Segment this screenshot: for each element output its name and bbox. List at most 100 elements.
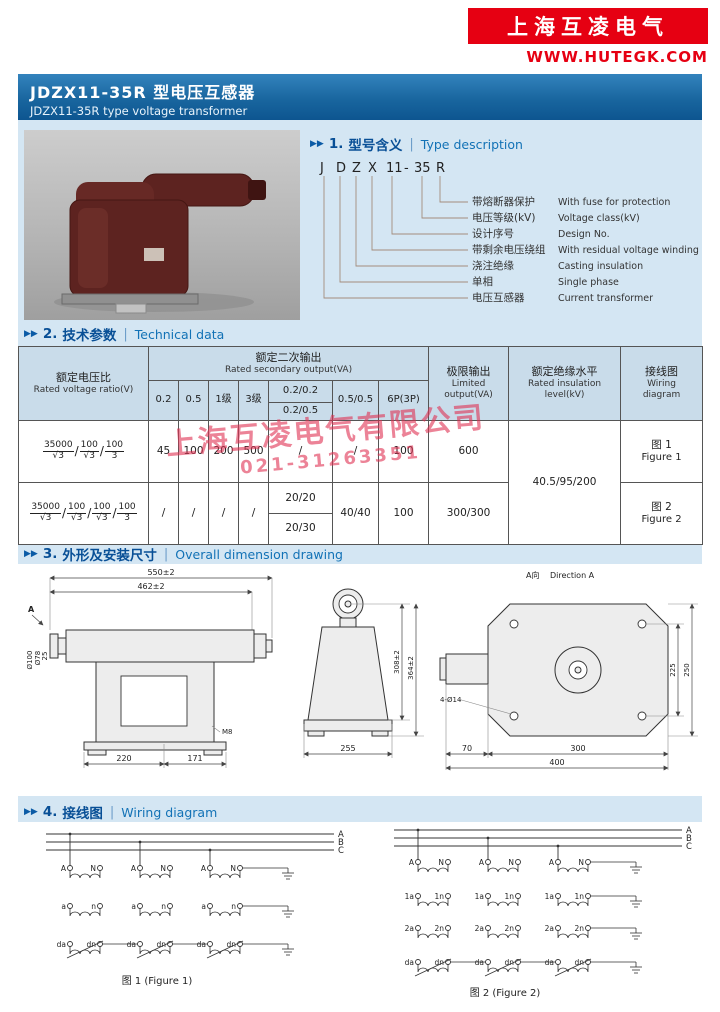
figure-2-caption: 图 2 (Figure 2) bbox=[470, 987, 541, 999]
heading-separator: | bbox=[163, 546, 169, 562]
col-header-class: 0.2 bbox=[148, 380, 179, 421]
svg-text:a: a bbox=[61, 902, 66, 911]
svg-text:带剩余电压绕组: 带剩余电压绕组 bbox=[472, 243, 546, 256]
company-website: WWW.HUTEGK.COM bbox=[526, 48, 708, 66]
table-cell: 100 bbox=[377, 482, 430, 545]
section-2-number: 2. bbox=[42, 326, 58, 342]
table-cell: 40/40 bbox=[332, 482, 379, 545]
svg-text:设计序号: 设计序号 bbox=[472, 227, 514, 240]
table-cell: / bbox=[178, 482, 209, 545]
svg-text:电压等级(kV): 电压等级(kV) bbox=[472, 211, 535, 224]
section-4-heading: ▶▶ 4. 接线图 | Wiring diagram bbox=[24, 802, 217, 822]
col-header-split-bottom: 0.2/0.5 bbox=[268, 402, 333, 421]
table-cell: / bbox=[332, 420, 379, 483]
section-marker-icon: ▶▶ bbox=[310, 139, 324, 149]
svg-text:N: N bbox=[90, 864, 96, 873]
section-2-title-en: Technical data bbox=[134, 326, 225, 342]
table-cell: 45 bbox=[148, 420, 179, 483]
table-cell-split: 20/20 20/30 bbox=[268, 482, 333, 545]
dim-308: 308±2 bbox=[393, 650, 401, 674]
table-cell: 300/300 bbox=[428, 482, 510, 545]
phase-a-label: A bbox=[338, 830, 344, 840]
svg-text:da: da bbox=[405, 958, 414, 967]
svg-text:2a: 2a bbox=[405, 924, 414, 933]
svg-text:n: n bbox=[231, 902, 236, 911]
technical-data: 额定电压比 Rated voltage ratio(V) 额定二次输出 Rate… bbox=[18, 346, 704, 545]
dimension-drawing-panel: 550±2 462±2 A bbox=[18, 564, 702, 796]
insulation-value: 40.5/95/200 bbox=[508, 420, 622, 545]
dim-550: 550±2 bbox=[147, 568, 174, 577]
table-cell: 100 bbox=[377, 420, 430, 483]
table-cell: 600 bbox=[428, 420, 510, 483]
svg-text:1a: 1a bbox=[405, 892, 414, 901]
section-3-title-zh: 外形及安装尺寸 bbox=[62, 548, 157, 564]
svg-text:浇注绝缘: 浇注绝缘 bbox=[472, 259, 514, 272]
section-4-title-zh: 接线图 bbox=[62, 806, 103, 822]
heading-separator: | bbox=[109, 804, 115, 820]
svg-text:dn: dn bbox=[86, 940, 96, 949]
svg-text:da: da bbox=[57, 940, 66, 949]
dim-255: 255 bbox=[340, 744, 355, 753]
svg-text:da: da bbox=[475, 958, 484, 967]
section-marker-icon: ▶▶ bbox=[24, 329, 38, 339]
wiring-diagram-panel: A B C A N A N A N bbox=[18, 822, 702, 1006]
wiring-diagram: A B C A N A N A N bbox=[46, 826, 692, 999]
content-area: ▶▶ 1. 型号含义 | Type description J D Z X 11… bbox=[18, 120, 704, 1006]
section-3-title-en: Overall dimension drawing bbox=[175, 546, 343, 562]
table-cell: 100 bbox=[178, 420, 209, 483]
section-2-heading: ▶▶ 2. 技术参数 | Technical data bbox=[24, 324, 224, 344]
svg-text:dn: dn bbox=[434, 958, 444, 967]
svg-text:1n: 1n bbox=[434, 892, 444, 901]
figure-1-caption: 图 1 (Figure 1) bbox=[122, 975, 193, 987]
section-marker-icon: ▶▶ bbox=[24, 549, 38, 559]
dim-300: 300 bbox=[570, 744, 585, 753]
phase-c-label: C bbox=[686, 842, 692, 852]
svg-text:With fuse for protection: With fuse for protection bbox=[558, 197, 670, 208]
svg-text:A: A bbox=[61, 864, 67, 873]
dim-220: 220 bbox=[116, 754, 131, 763]
svg-text:带熔断器保护: 带熔断器保护 bbox=[472, 195, 535, 208]
col-header-limited-output: 极限输出 Limited output(VA) bbox=[428, 346, 510, 421]
heading-separator: | bbox=[123, 326, 128, 342]
front-view: 255 308±2 364±2 bbox=[303, 588, 424, 758]
phase-c-label: C bbox=[338, 846, 344, 856]
dim-462: 462±2 bbox=[137, 582, 164, 591]
svg-text:1n: 1n bbox=[574, 892, 584, 901]
svg-text:D: D bbox=[336, 161, 346, 176]
svg-text:R: R bbox=[436, 161, 445, 176]
phase-b-label: B bbox=[686, 834, 692, 844]
col-header-ratio: 额定电压比 Rated voltage ratio(V) bbox=[18, 346, 149, 421]
svg-text:a: a bbox=[201, 902, 206, 911]
svg-text:电压互感器: 电压互感器 bbox=[472, 291, 525, 304]
dim-d78: Ø78 bbox=[34, 651, 42, 665]
phase-a-label: A bbox=[686, 826, 692, 836]
product-photo bbox=[24, 130, 300, 320]
dim-d100: Ø100 bbox=[26, 651, 34, 670]
model-code: J D Z X 11 - 35 R bbox=[319, 161, 445, 176]
section-3-heading: ▶▶ 3. 外形及安装尺寸 | Overall dimension drawin… bbox=[24, 544, 343, 564]
type-description-diagram: J D Z X 11 - 35 R 带熔断器保护 With fuse for pr… bbox=[319, 161, 699, 304]
bolt-label: M8 bbox=[222, 728, 233, 736]
svg-text:2n: 2n bbox=[574, 924, 584, 933]
svg-text:Single phase: Single phase bbox=[558, 277, 619, 288]
table-cell: 500 bbox=[238, 420, 269, 483]
transformer-photo-shape bbox=[61, 173, 266, 314]
svg-text:With residual voltage winding: With residual voltage winding bbox=[558, 245, 699, 256]
svg-text:n: n bbox=[91, 902, 96, 911]
page-title-en: JDZX11-35R type voltage transformer bbox=[30, 104, 248, 118]
company-logo: 上海互凌电气 bbox=[468, 8, 708, 44]
svg-text:2n: 2n bbox=[434, 924, 444, 933]
dim-25: 25 bbox=[41, 652, 49, 661]
section-1-heading: ▶▶ 1. 型号含义 | Type description bbox=[310, 134, 523, 154]
section-4-number: 4. bbox=[42, 804, 58, 820]
svg-text:Z: Z bbox=[352, 161, 361, 176]
col-header-split-top: 0.2/0.2 bbox=[268, 380, 333, 403]
table-cell: / bbox=[238, 482, 269, 545]
page-title-zh: JDZX11-35R 型电压互感器 bbox=[30, 83, 256, 102]
svg-text:A: A bbox=[409, 858, 415, 867]
col-header-secondary-output: 额定二次输出 Rated secondary output(VA) bbox=[147, 346, 430, 381]
title-bar: JDZX11-35R 型电压互感器 JDZX11-35R type voltag… bbox=[18, 74, 702, 120]
section-1-title-zh: 型号含义 bbox=[348, 138, 403, 154]
wiring-figure-1: A B C A N A N A N bbox=[46, 830, 344, 987]
